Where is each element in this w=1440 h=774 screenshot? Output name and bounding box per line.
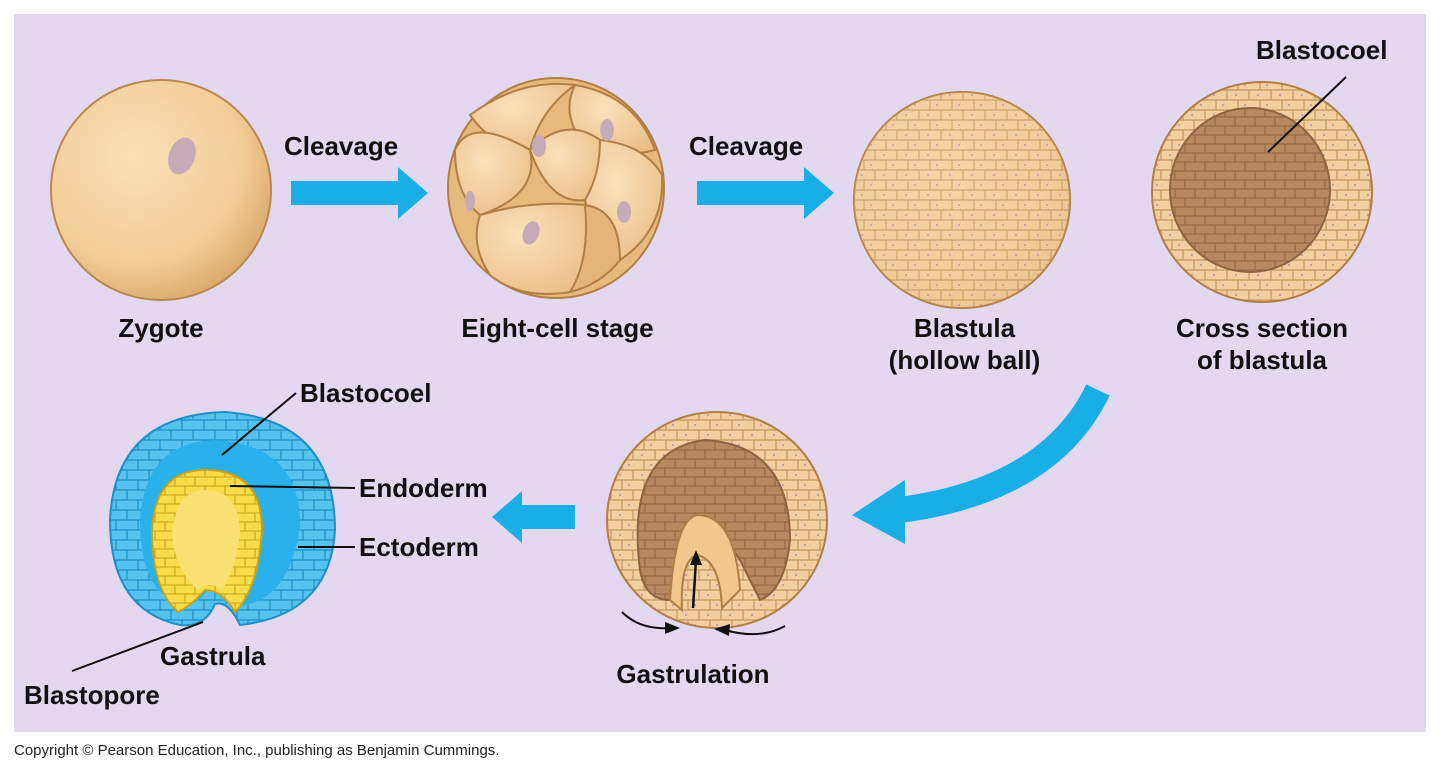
blastula-label-line2: (hollow ball) — [888, 345, 1041, 375]
endoderm-leader-line — [229, 485, 356, 489]
blastocoel-leader-line — [1267, 76, 1347, 153]
cleavage-label-2: Cleavage — [689, 131, 804, 161]
eight-cell-stage-label: Eight-cell stage — [461, 313, 654, 343]
eight-cell-illustration — [447, 77, 665, 299]
gastrulation-label: Gastrulation — [616, 659, 770, 689]
blastula-cross-section-illustration — [1151, 76, 1373, 303]
cleavage-arrow-2 — [697, 167, 834, 219]
cross-section-label-line1: Cross section — [1176, 313, 1348, 343]
blastula-label-line1: Blastula — [913, 313, 1016, 343]
gastrulation-illustration — [606, 411, 828, 636]
cleavage-label-1: Cleavage — [284, 131, 399, 161]
ectoderm-label: Ectoderm — [359, 532, 479, 562]
copyright-notice: Copyright © Pearson Education, Inc., pub… — [14, 742, 500, 759]
cleavage-arrow-1 — [291, 167, 428, 219]
gastrulation-curved-arrow — [852, 384, 1110, 544]
cross-section-label-line2: of blastula — [1196, 345, 1327, 375]
blastopore-leader-line — [71, 621, 204, 672]
blastocoel-top-label: Blastocoel — [1256, 35, 1388, 65]
zygote-illustration — [50, 79, 272, 301]
gastrula-blastocoel-label: Blastocoel — [300, 378, 432, 408]
endoderm-label: Endoderm — [359, 473, 488, 503]
gastrula-blastocoel-leader-line — [221, 392, 297, 456]
gastrula-arrow — [492, 491, 575, 543]
blastula-illustration — [853, 91, 1071, 309]
zygote-label: Zygote — [118, 313, 204, 343]
gastrula-label: Gastrula — [160, 641, 266, 671]
blastopore-label: Blastopore — [24, 680, 160, 710]
gastrula-illustration — [71, 392, 356, 672]
